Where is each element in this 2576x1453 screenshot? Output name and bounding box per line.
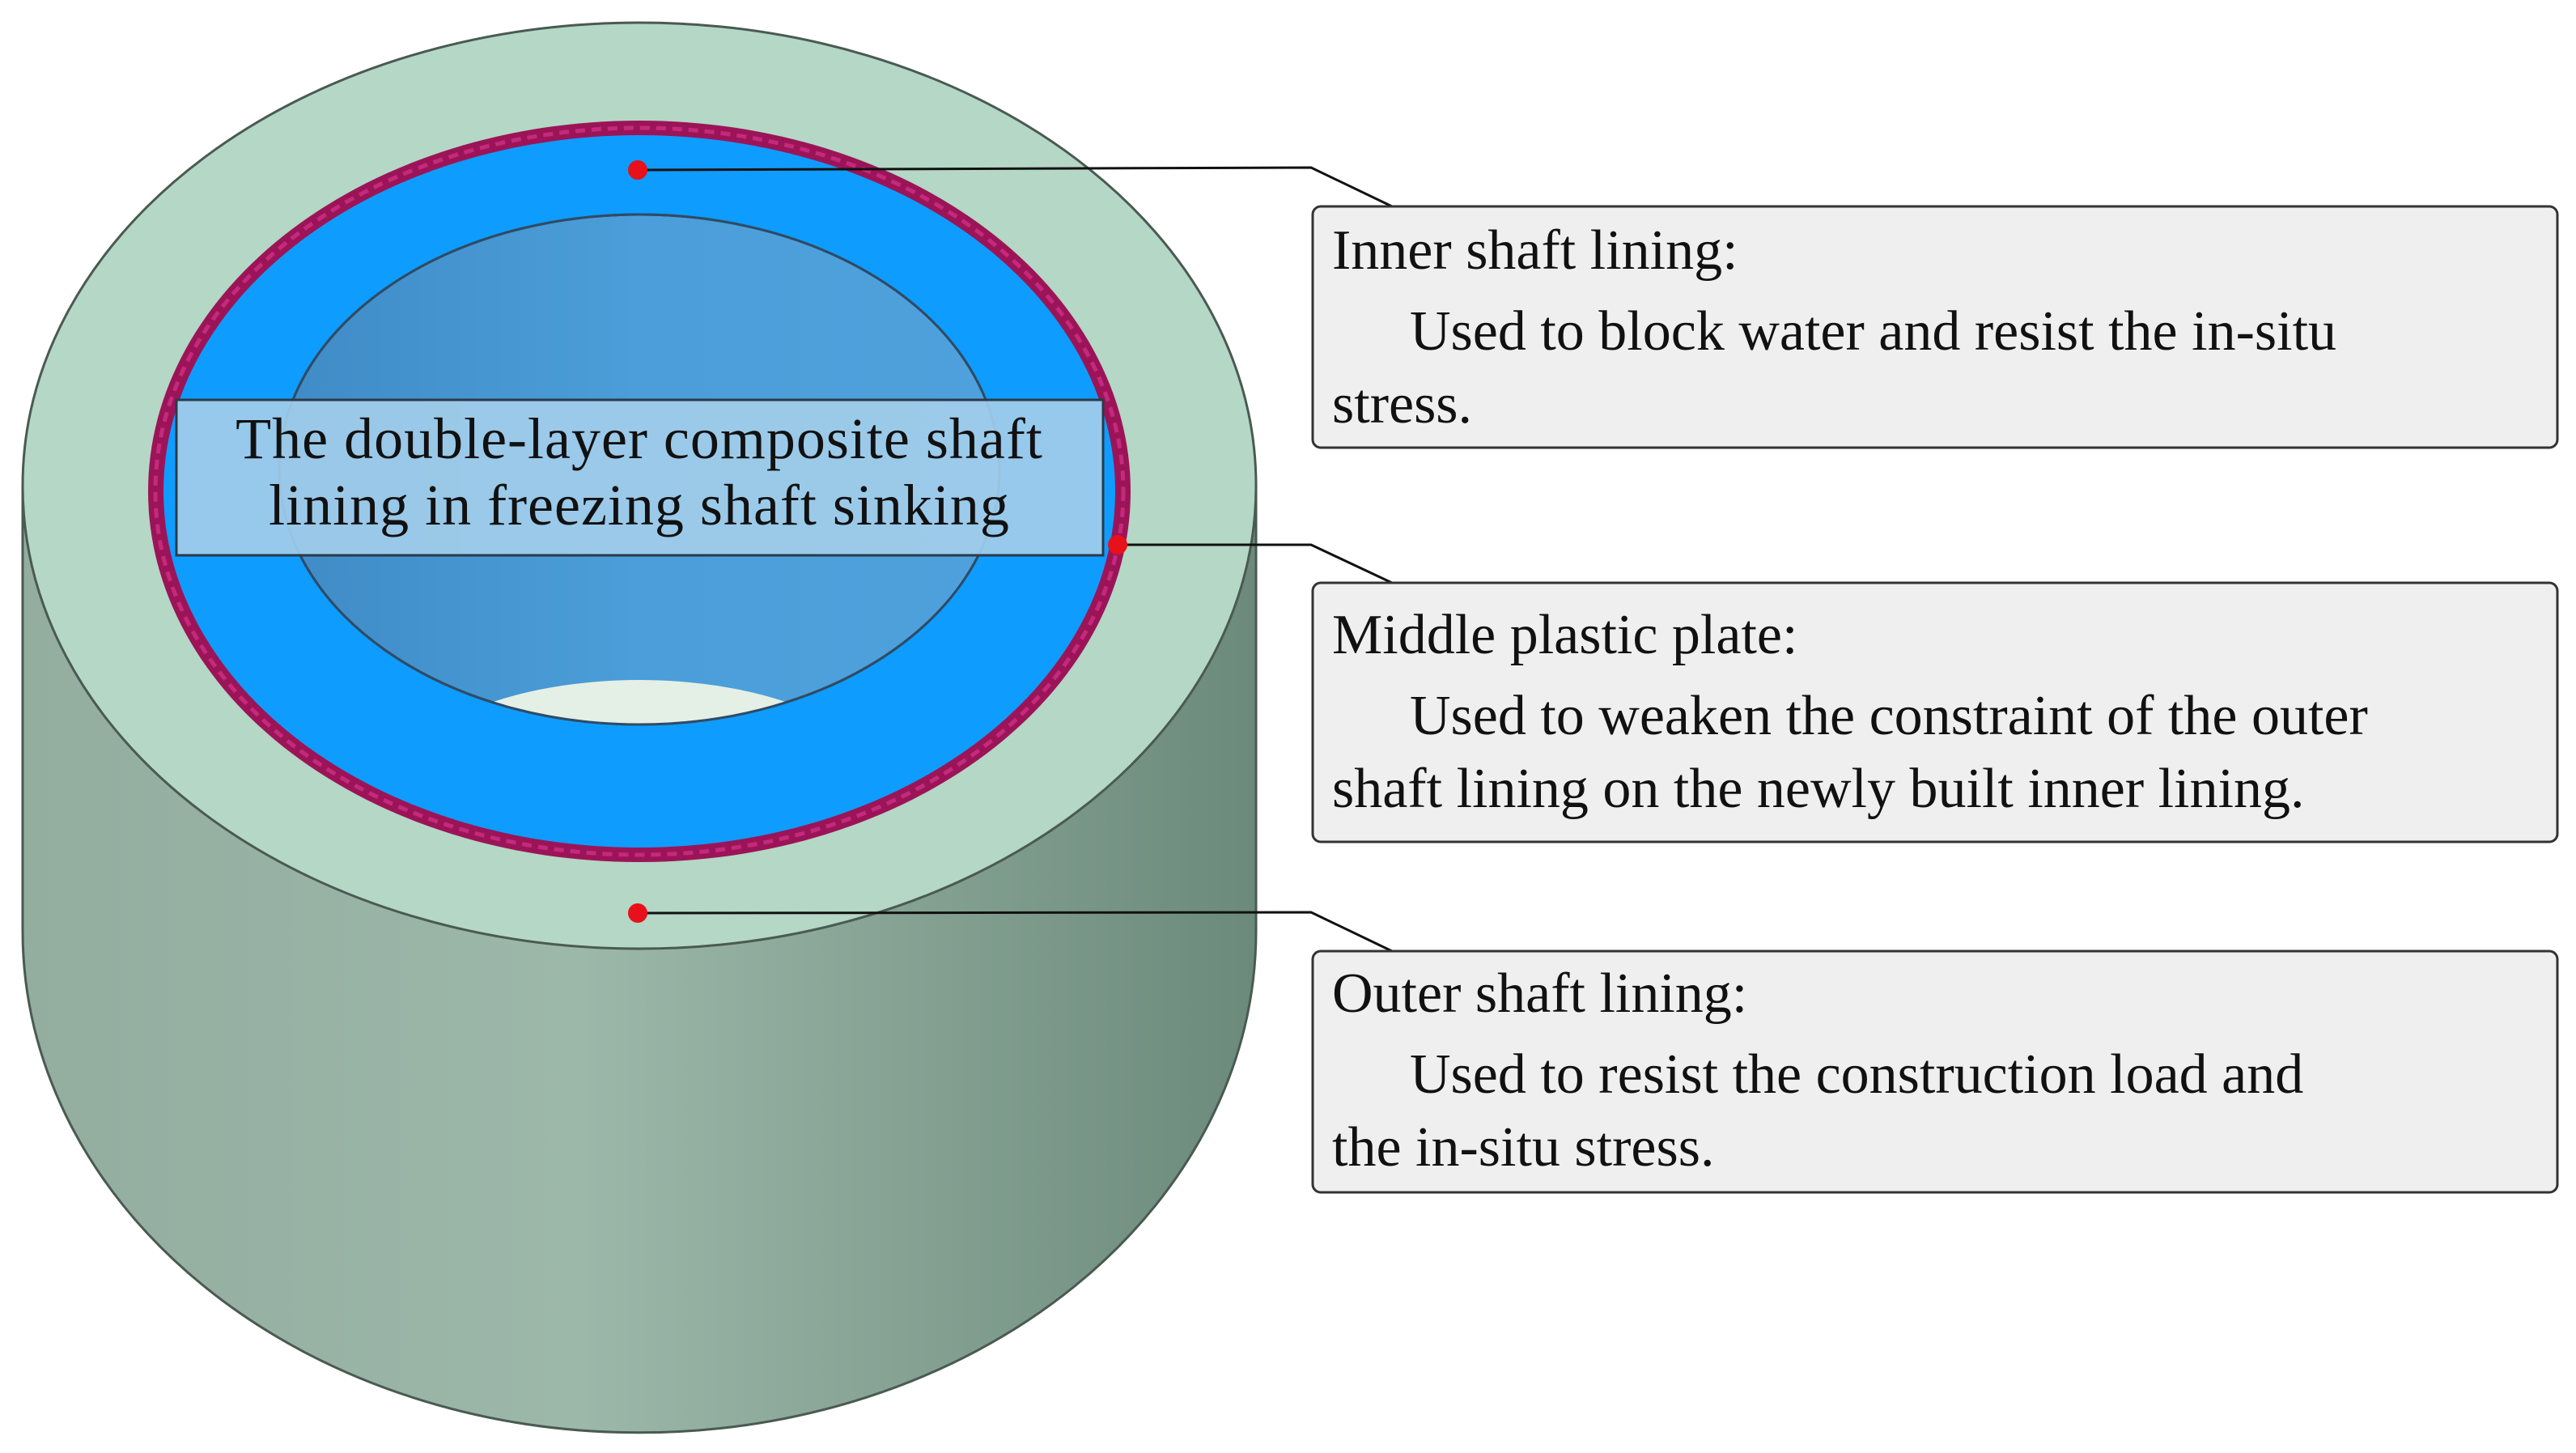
callout-description-line2: stress. bbox=[1332, 373, 1472, 435]
callout-middle-plastic-plate: Middle plastic plate: Used to weaken the… bbox=[1311, 581, 2559, 843]
outer-lining-leader-line bbox=[637, 911, 1393, 953]
center-label-line1: The double-layer composite shaft bbox=[236, 406, 1043, 471]
middle-plate-marker-dot bbox=[1108, 535, 1127, 554]
middle-plastic-plate-dashes bbox=[153, 125, 1126, 857]
callout-description-line2: shaft lining on the newly built inner li… bbox=[1332, 758, 2305, 820]
callout-title: Middle plastic plate: bbox=[1332, 604, 1797, 666]
callout-inner-shaft-lining: Inner shaft lining: Used to block water … bbox=[1311, 205, 2559, 449]
callout-description-line1: Used to resist the construction load and bbox=[1410, 1043, 2303, 1106]
inner-lining-leader-line bbox=[637, 166, 1393, 208]
callout-description-line2: the in-situ stress. bbox=[1332, 1116, 1714, 1179]
callout-outer-shaft-lining: Outer shaft lining: Used to resist the c… bbox=[1311, 950, 2559, 1194]
callout-title: Outer shaft lining: bbox=[1332, 962, 1747, 1025]
center-label: The double-layer composite shaft lining … bbox=[175, 398, 1105, 557]
inner-lining-marker-dot bbox=[628, 160, 647, 180]
callout-description-line1: Used to weaken the constraint of the out… bbox=[1410, 685, 2368, 747]
callout-box bbox=[1311, 950, 2559, 1194]
outer-lining-marker-dot bbox=[628, 903, 647, 923]
callout-description-line1: Used to block water and resist the in-si… bbox=[1410, 300, 2336, 363]
center-label-box bbox=[175, 398, 1105, 557]
callout-title: Inner shaft lining: bbox=[1332, 219, 1738, 282]
callout-box bbox=[1311, 205, 2559, 449]
callout-box bbox=[1311, 581, 2559, 843]
middle-plate-leader-line bbox=[1117, 543, 1393, 584]
center-label-line2: lining in freezing shaft sinking bbox=[269, 473, 1010, 537]
